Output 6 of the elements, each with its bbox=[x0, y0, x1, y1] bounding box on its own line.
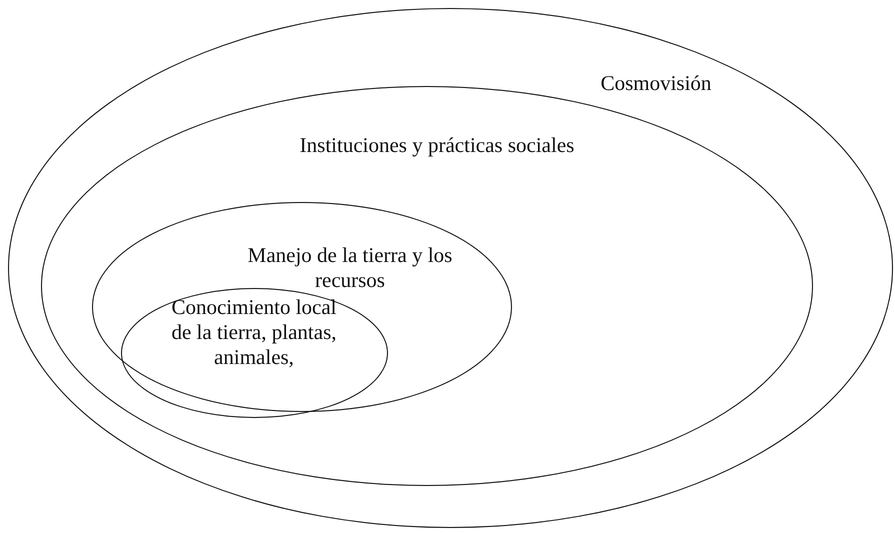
ellipse-label: Cosmovisión bbox=[600, 71, 712, 96]
ellipse-label: Manejo de la tierra y los recursos bbox=[246, 243, 454, 294]
ellipse bbox=[121, 288, 388, 418]
ellipse-label: Instituciones y prácticas sociales bbox=[298, 133, 576, 158]
ellipse bbox=[8, 8, 893, 528]
ellipse-label: Conocimiento local de la tierra, plantas, animales, bbox=[170, 295, 338, 371]
